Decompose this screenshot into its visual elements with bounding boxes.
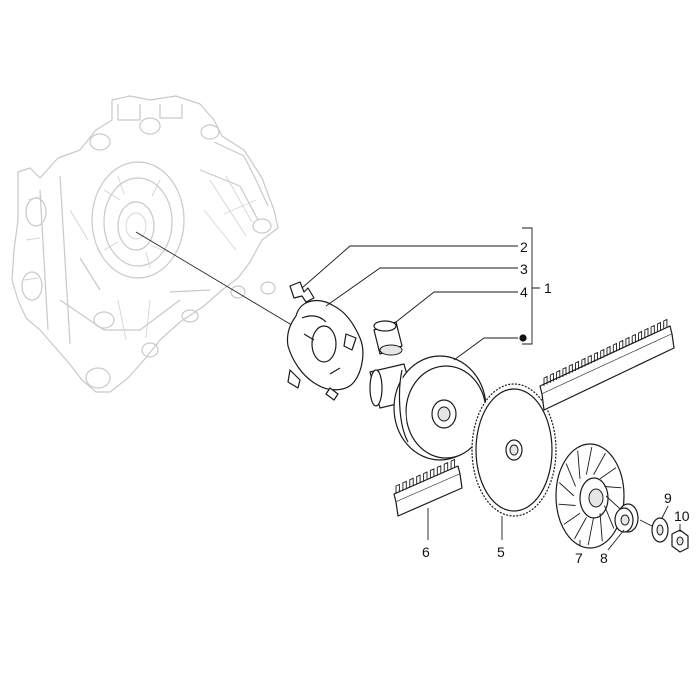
leader-bullet	[453, 337, 518, 361]
callout-8: 8	[600, 550, 608, 566]
fan-pulley	[555, 443, 625, 549]
callout-9: 9	[664, 490, 672, 506]
fan-blade	[565, 463, 577, 487]
fan-blade	[599, 467, 617, 480]
callout-2: 2	[520, 239, 528, 255]
leader-9	[661, 505, 669, 519]
callout-3: 3	[520, 261, 528, 277]
callout-1: 1	[544, 280, 552, 296]
leader-8	[607, 529, 625, 551]
fan-blade	[605, 495, 622, 510]
callout-4: 4	[520, 284, 528, 300]
fan-blade	[574, 517, 587, 540]
bushing	[614, 503, 639, 533]
fan-blade	[599, 513, 603, 542]
fan-blade	[593, 452, 606, 475]
variator-pulley	[369, 355, 487, 461]
leader-4	[395, 291, 518, 323]
washer	[651, 517, 669, 543]
callout-10: 10	[674, 508, 690, 524]
leader-3	[325, 267, 518, 307]
crankcase-ghost	[11, 95, 279, 393]
fan-blade	[604, 486, 622, 489]
fan-blade	[577, 450, 581, 479]
fan-blade	[603, 505, 615, 529]
fan-blade	[587, 517, 595, 545]
ring-gear	[471, 383, 557, 517]
drive-belt-lower	[393, 458, 463, 517]
callout-5: 5	[497, 544, 505, 560]
drive-belt-upper	[539, 318, 675, 411]
fan-blade	[563, 512, 581, 525]
group-bracket	[522, 227, 540, 345]
slider-clip	[289, 281, 315, 303]
callout-6: 6	[422, 544, 430, 560]
hex-nut	[671, 529, 689, 553]
fan-blade	[558, 482, 575, 497]
fan-blade	[585, 447, 593, 475]
roller-weight	[373, 320, 403, 356]
callout-7: 7	[575, 550, 583, 566]
leader-2	[301, 245, 518, 289]
group-bullet	[519, 334, 527, 342]
fan-blade	[558, 503, 576, 506]
ramp-plate	[286, 299, 364, 401]
